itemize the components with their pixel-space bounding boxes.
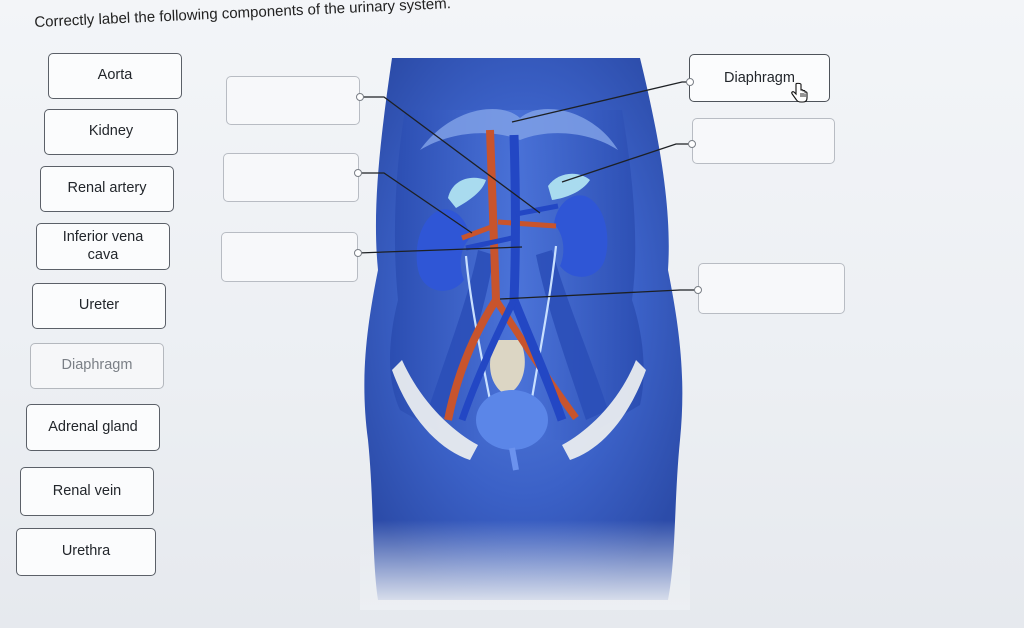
leader-anchor <box>356 93 364 101</box>
leader-line-1 <box>360 96 541 214</box>
pelvis-right <box>562 360 646 460</box>
hand-pointer-icon <box>791 82 808 103</box>
label-bank-item-used[interactable]: Diaphragm <box>30 343 164 389</box>
label-text: Ureter <box>78 297 120 314</box>
drop-zone[interactable] <box>221 232 358 282</box>
renal-artery-left <box>461 223 495 241</box>
label-bank-item[interactable]: Renal artery <box>40 166 174 212</box>
label-bank-item[interactable]: Inferior vena cava <box>36 223 170 270</box>
leader-anchor <box>354 249 362 257</box>
bladder <box>476 390 548 450</box>
renal-artery-right <box>497 219 557 229</box>
drop-zone[interactable] <box>692 118 835 164</box>
leader-lines <box>357 81 698 300</box>
drop-zone-value: Diaphragm <box>724 70 795 86</box>
diaphragm-shape <box>420 108 618 150</box>
label-text: Kidney <box>88 123 134 140</box>
inferior-vena-cava <box>509 134 567 422</box>
leader-line-5 <box>561 143 692 183</box>
leader-line-6 <box>499 289 698 300</box>
label-bank-item[interactable]: Adrenal gland <box>26 404 160 451</box>
label-text: Diaphragm <box>61 357 133 374</box>
label-text: Renal artery <box>67 180 147 197</box>
aorta <box>444 129 501 421</box>
leader-anchor <box>694 286 702 294</box>
leader-anchor <box>354 169 362 177</box>
leader-anchor <box>686 78 694 86</box>
label-text: Urethra <box>61 543 111 560</box>
figure-fade <box>360 520 690 610</box>
psoas-muscle-right <box>536 250 608 420</box>
label-bank-item[interactable]: Urethra <box>16 528 156 576</box>
renal-vein-left <box>465 235 513 251</box>
drop-zone[interactable] <box>223 153 359 202</box>
label-bank-item[interactable]: Ureter <box>32 283 166 329</box>
drop-zone[interactable] <box>698 263 845 314</box>
psoas-muscle-left <box>428 250 494 420</box>
label-text: Adrenal gland <box>48 418 138 435</box>
label-text: Aorta <box>97 67 133 84</box>
label-bank-item[interactable]: Kidney <box>44 109 178 155</box>
ureter-right <box>528 245 558 411</box>
pelvis-left <box>392 360 478 460</box>
leader-line-3 <box>357 246 523 254</box>
ivc-left-iliac <box>458 298 518 422</box>
label-text: Inferior vena cava <box>62 229 144 263</box>
adrenal-gland-right <box>548 173 590 200</box>
drop-zone[interactable] <box>226 76 360 125</box>
label-bank-item[interactable]: Aorta <box>48 53 182 99</box>
label-bank-item[interactable]: Renal vein <box>20 467 154 516</box>
leader-line-2 <box>358 172 473 234</box>
leader-anchor <box>688 140 696 148</box>
adrenal-gland-left <box>448 177 486 208</box>
urethra <box>509 447 519 471</box>
kidney-right <box>554 195 608 277</box>
label-text: Renal vein <box>52 482 122 499</box>
sacrum <box>490 340 525 395</box>
